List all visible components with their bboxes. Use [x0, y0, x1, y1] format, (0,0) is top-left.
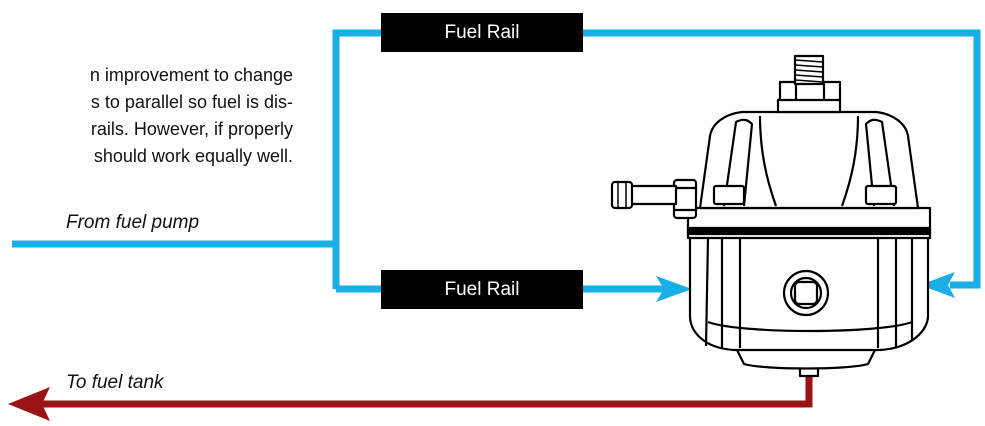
to-fuel-tank-label: To fuel tank	[66, 372, 164, 393]
fuel-rail-label-bottom: Fuel Rail	[381, 270, 583, 309]
description-line: rails. However, if properly	[90, 119, 293, 139]
description-text: n improvement to change s to parallel so…	[0, 62, 293, 170]
description-line: n improvement to change	[89, 65, 293, 85]
arrow-to-tank	[8, 387, 50, 421]
arrow-into-regulator-left	[656, 276, 692, 302]
from-fuel-pump-label: From fuel pump	[66, 212, 200, 233]
return-line	[42, 372, 813, 408]
description-line: should work equally well.	[93, 146, 293, 166]
description-line: s to parallel so fuel is dis-	[90, 92, 293, 112]
fuel-pressure-regulator-icon	[610, 54, 932, 378]
supply-line-loop	[332, 29, 981, 289]
fuel-rail-label-top: Fuel Rail	[381, 13, 583, 52]
arrow-into-regulator-right	[920, 272, 955, 298]
